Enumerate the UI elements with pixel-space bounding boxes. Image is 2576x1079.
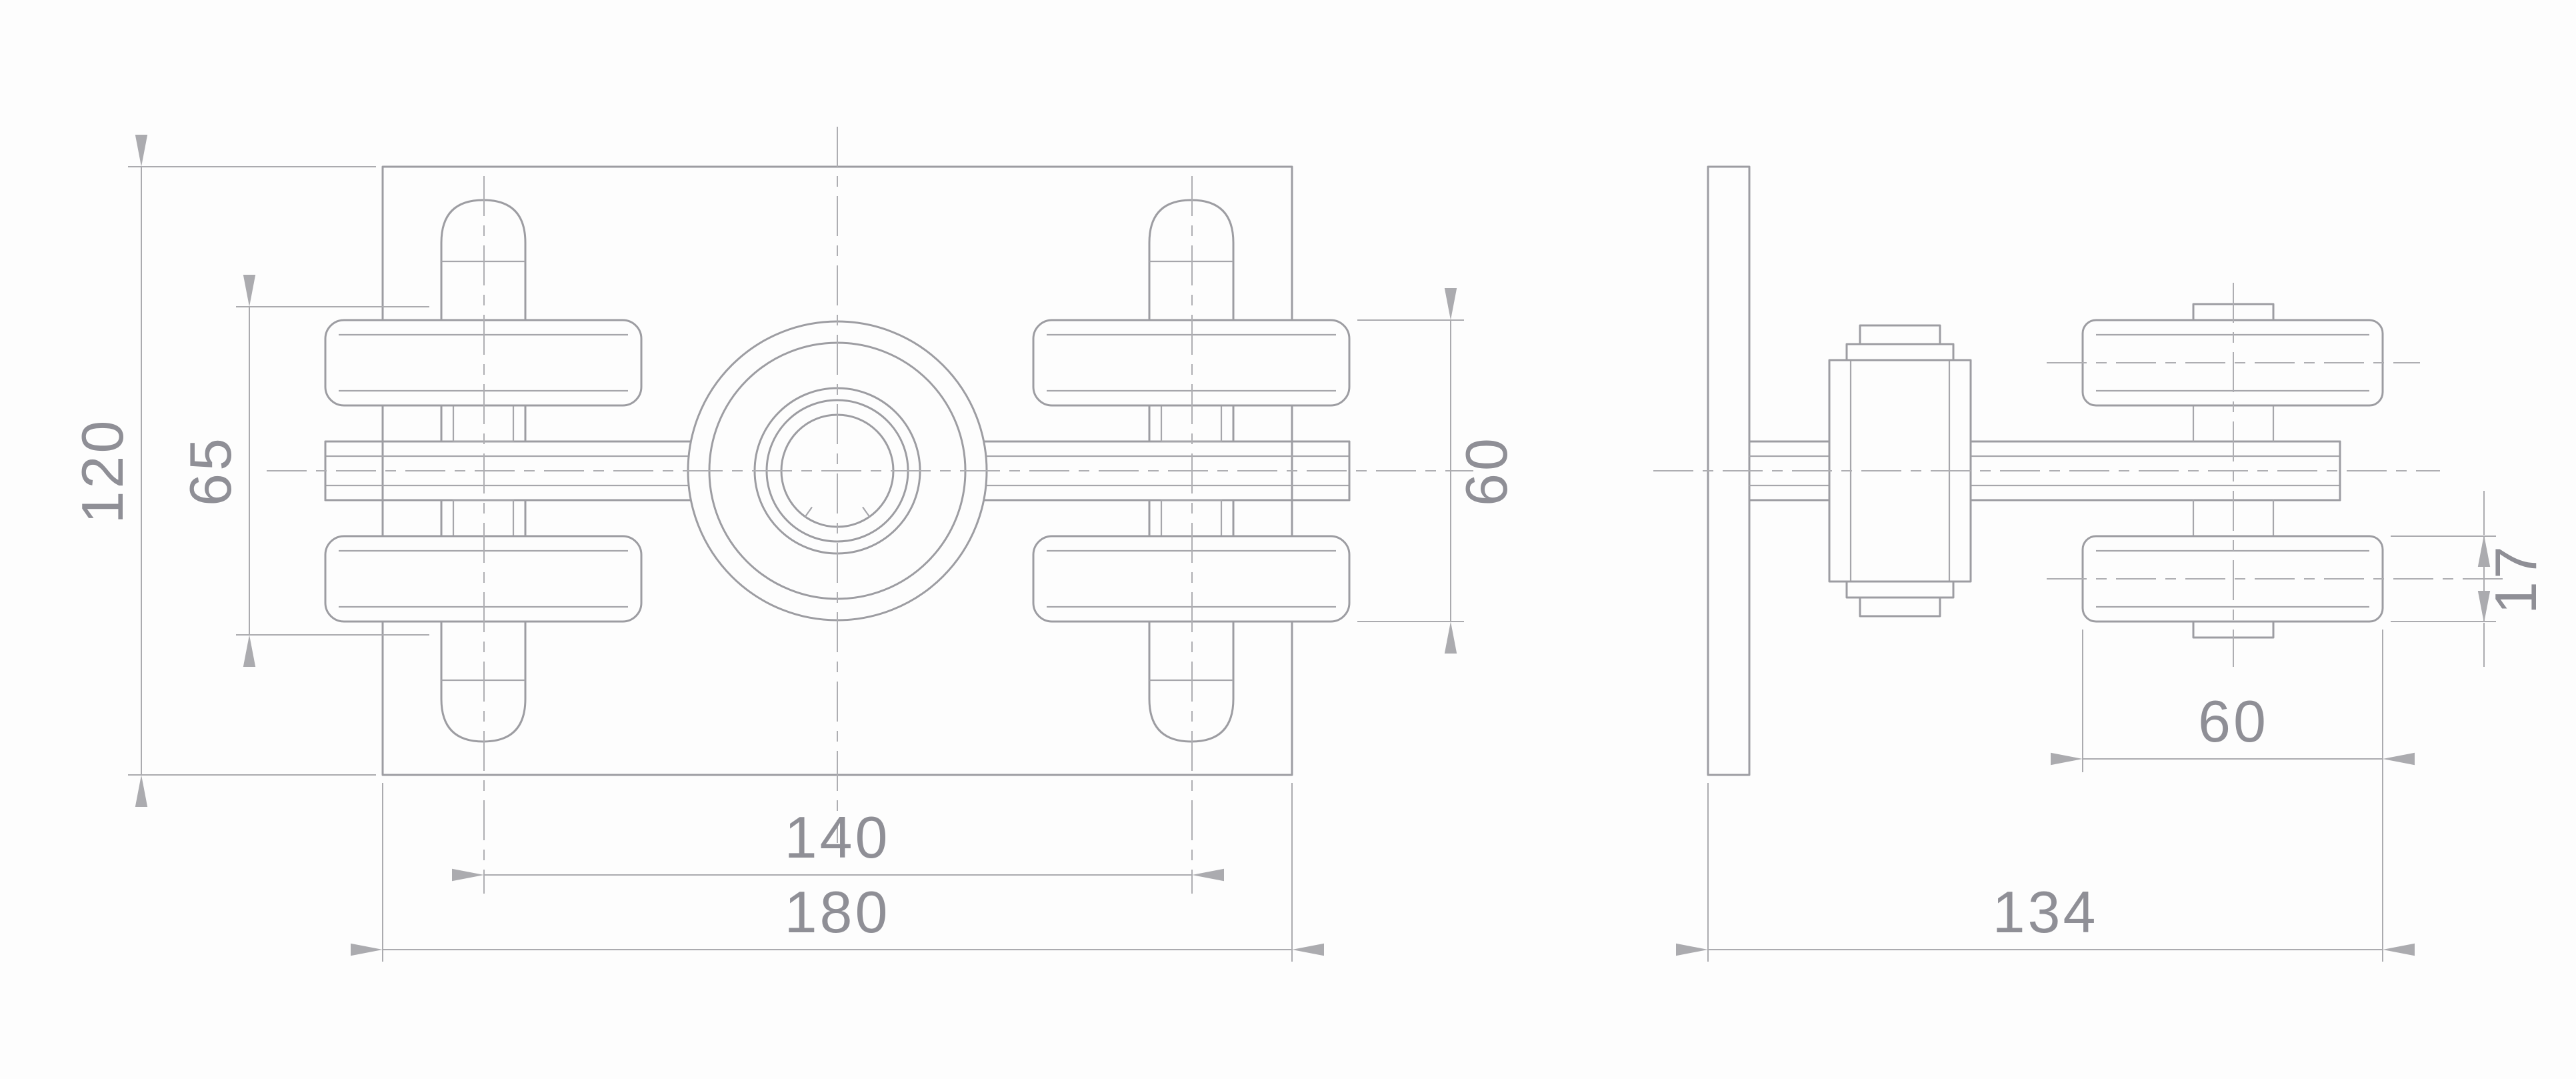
dim-overall-depth: 134 (1676, 630, 2415, 962)
dim-roller-span: 65 (177, 275, 429, 667)
dim-plate-width: 180 (351, 783, 1324, 962)
dim-plate-height: 120 (69, 135, 376, 807)
dim-label-overall-depth: 134 (1993, 879, 2099, 945)
dim-label-plate-height: 120 (69, 418, 135, 524)
dim-label-wheel-face-span: 60 (1453, 435, 1519, 506)
dim-label-plate-width: 180 (785, 879, 891, 945)
centerlines-front (267, 127, 1473, 894)
dim-wheel-thickness: 17 (2391, 491, 2549, 667)
dim-label-wheel-thickness: 17 (2483, 544, 2549, 614)
front-view: 120 65 60 140 180 (69, 127, 1519, 962)
dim-wheel-face-span: 60 (1357, 288, 1519, 654)
dim-label-roller-span: 65 (177, 435, 243, 506)
dim-wheel-spacing: 140 (452, 804, 1224, 882)
centerlines-side (1653, 283, 2504, 667)
dim-label-wheel-spacing: 140 (785, 804, 891, 870)
dim-label-wheel-diameter: 60 (2198, 688, 2269, 754)
dim-wheel-diameter: 60 (2051, 630, 2415, 772)
side-view: 17 60 134 (1653, 165, 2549, 962)
